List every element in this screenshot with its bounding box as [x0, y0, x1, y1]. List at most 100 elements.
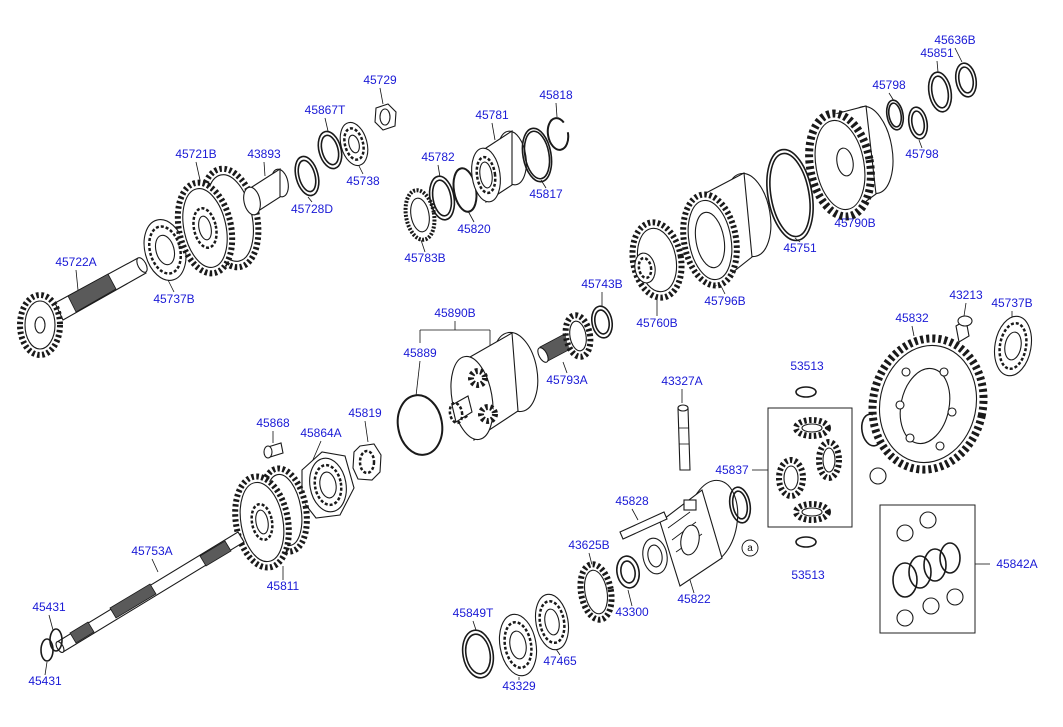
label-45828: 45828 [615, 494, 649, 508]
thrust-washer-part [795, 536, 817, 548]
sun-gear-part [629, 219, 685, 301]
planetary-carrier-part [448, 331, 539, 441]
label-45729: 45729 [363, 73, 397, 87]
leader-line [491, 122, 496, 141]
pinion-shaft-part [17, 257, 148, 358]
snap-ring-part [546, 117, 570, 151]
small-circle-part [869, 467, 887, 485]
leader-line [719, 283, 726, 295]
speedometer-gear-part [577, 561, 615, 623]
leader-line [689, 579, 695, 594]
label-45868: 45868 [256, 416, 290, 430]
ring-part [927, 71, 953, 113]
leader-line [364, 420, 369, 443]
label-45842a: 45842A [996, 557, 1037, 571]
label-45753a: 45753A [131, 544, 172, 558]
label-45798-lower: 45798 [905, 147, 939, 161]
leader-line [588, 552, 593, 566]
bearing-right-part [993, 315, 1033, 377]
label-45737b-right: 45737B [991, 296, 1032, 310]
label-43300: 43300 [615, 605, 649, 619]
leader-line [75, 269, 79, 291]
label-43213: 43213 [949, 288, 983, 302]
label-45889: 45889 [403, 346, 437, 360]
ring-part [907, 106, 929, 140]
label-45820: 45820 [457, 222, 491, 236]
leader-line [631, 508, 639, 521]
label-45822: 45822 [677, 592, 711, 606]
bearing-part [498, 613, 538, 677]
final-ring-gear-part [868, 334, 988, 474]
label-45760b: 45760B [636, 316, 677, 330]
label-43329: 43329 [502, 679, 536, 693]
leader-line [311, 440, 322, 463]
leader-line [954, 47, 963, 63]
label-53513-bottom: 53513 [791, 568, 825, 582]
label-45837: 45837 [715, 463, 749, 477]
part-number-labels: 45636B 45851 45729 45798 45818 45867T 45… [28, 33, 1037, 693]
label-45743b: 45743B [581, 277, 622, 291]
leader-line [918, 139, 923, 149]
leader-line [627, 589, 633, 607]
ring-part [317, 130, 343, 170]
ring-part [728, 486, 752, 524]
label-45781: 45781 [475, 108, 509, 122]
ring-part [954, 62, 978, 98]
label-43625b: 43625B [568, 538, 609, 552]
clutch-drum-part [805, 105, 894, 221]
leader-line [263, 161, 266, 177]
differential-case-part [642, 479, 739, 587]
label-45793a: 45793A [546, 373, 587, 387]
gear-shaft-part [537, 312, 594, 363]
shim-kit-part [879, 504, 976, 634]
leader-line [555, 102, 558, 118]
differential-gear-set-part [767, 407, 853, 528]
pinion-pin-part [619, 511, 668, 540]
label-47465: 47465 [543, 654, 577, 668]
drum-gear-part [680, 172, 772, 289]
label-45832: 45832 [895, 311, 929, 325]
leader-line [307, 196, 313, 203]
leader-line [437, 164, 441, 178]
label-45431-lower: 45431 [28, 674, 62, 688]
ring-part [521, 127, 553, 183]
leader-line [151, 558, 159, 573]
label-45798-upper: 45798 [872, 78, 906, 92]
output-shaft-part [55, 531, 245, 653]
leader-line [562, 361, 568, 374]
lock-nut-part [352, 443, 382, 481]
leader-line [324, 117, 329, 132]
ring-part [294, 155, 320, 197]
leader-line [167, 279, 175, 293]
leader-line [472, 620, 477, 631]
bearing-part [339, 121, 369, 167]
callout-marker: a [741, 539, 759, 557]
flanged-bearing-part [301, 451, 355, 519]
leader-line [415, 360, 421, 397]
leader-line [936, 60, 939, 73]
label-45636b: 45636B [934, 33, 975, 47]
leader-line [467, 210, 475, 223]
label-45818: 45818 [539, 88, 573, 102]
leader-line [963, 302, 967, 317]
driven-gear-part [232, 465, 310, 571]
label-45867t: 45867T [305, 103, 346, 117]
label-45722a: 45722A [55, 255, 96, 269]
leader-line [420, 239, 426, 253]
ring-part [766, 148, 814, 242]
callout-letter: a [747, 543, 753, 554]
label-45782: 45782 [421, 150, 455, 164]
label-45796b: 45796B [704, 294, 745, 308]
label-45728d: 45728D [291, 202, 333, 216]
leader-lines [44, 47, 1013, 680]
ring-part [461, 629, 495, 679]
label-45737b-left: 45737B [153, 292, 194, 306]
leader-line [48, 614, 54, 631]
label-45851: 45851 [920, 46, 954, 60]
label-45864a: 45864A [300, 426, 341, 440]
bearing-part [534, 593, 570, 651]
ring-part [616, 555, 640, 589]
ring-part [428, 175, 456, 221]
label-45849t: 45849T [453, 606, 494, 620]
bolt-part [955, 315, 973, 343]
